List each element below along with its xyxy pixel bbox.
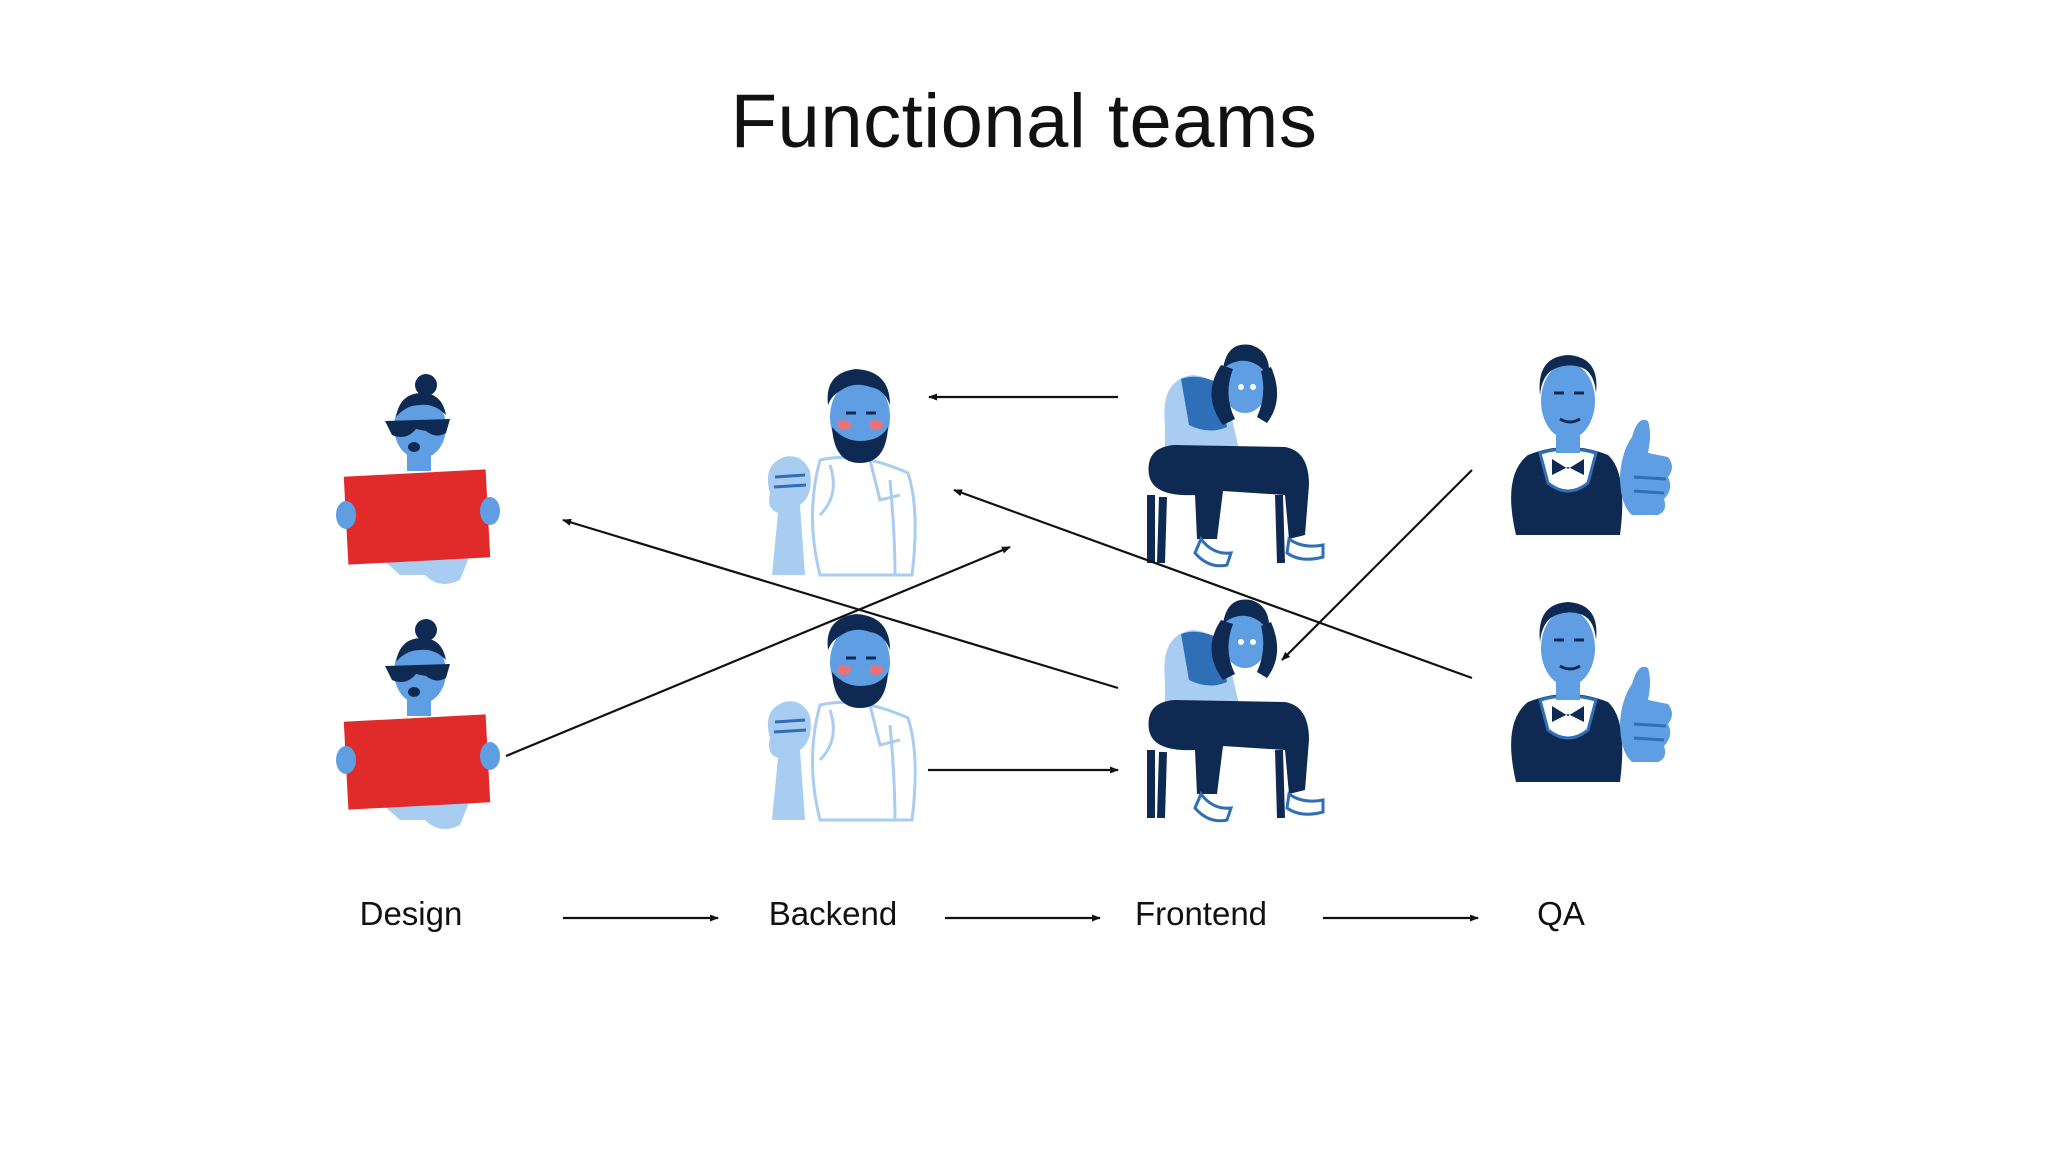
team-label-backend: Backend (768, 895, 898, 932)
arrow-qa-to-frontend (1281, 469, 1473, 661)
arrow-frontend-to-design (562, 518, 1119, 690)
backend-developer-figure-top (766, 367, 917, 577)
slide-title: Functional teams (730, 79, 1318, 164)
team-label-qa: QA (1537, 895, 1585, 932)
designer-figure-bottom (336, 619, 500, 829)
team-label-design: Design (359, 895, 463, 932)
team-label-frontend: Frontend (1134, 895, 1268, 932)
frontend-developer-figure-bottom (1149, 600, 1323, 821)
qa-tester-figure-bottom (1509, 600, 1674, 784)
frontend-developer-figure-top (1149, 345, 1323, 566)
backend-developer-figure-bottom (766, 612, 917, 822)
arrow-design-to-backend (505, 545, 1011, 758)
qa-tester-figure-top (1509, 353, 1674, 537)
designer-figure-top (336, 374, 500, 584)
arrow-qa-to-backend (953, 488, 1473, 680)
